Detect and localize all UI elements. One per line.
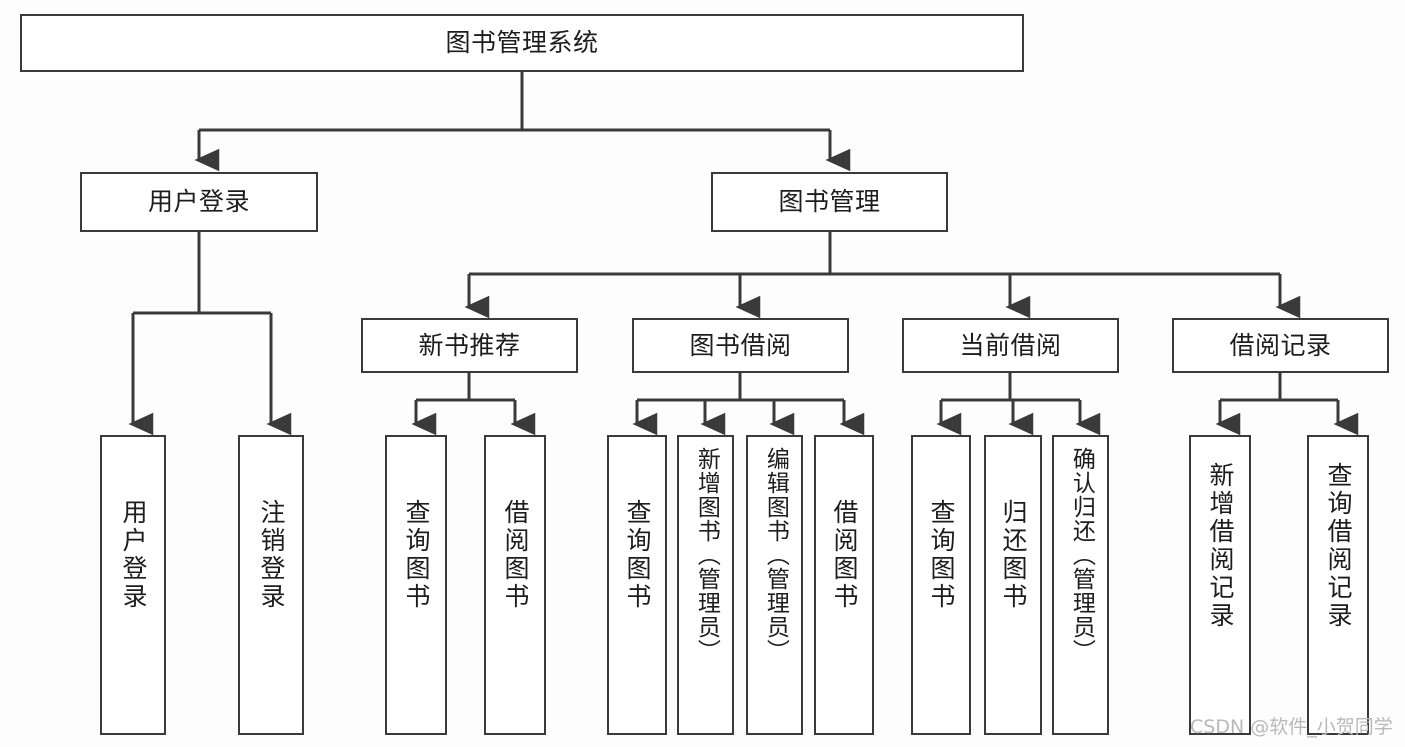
node-leaf-query-record-label: 查询借阅记录 (1324, 462, 1353, 630)
node-leaf-user-login-label: 用户登录 (119, 499, 148, 611)
connectors-bookmanage-to-level3 (464, 232, 1301, 319)
node-leaf-confirm-return[interactable]: 确认归还（管理员） (1052, 435, 1109, 735)
node-leaf-borrow-book-2-label: 借阅图书 (830, 499, 859, 611)
node-leaf-query-book-1-label: 查询图书 (402, 499, 431, 611)
node-new-book-rec-label: 新书推荐 (418, 330, 521, 360)
node-leaf-query-book-2[interactable]: 查询图书 (607, 435, 667, 735)
node-leaf-query-book-3[interactable]: 查询图书 (911, 435, 971, 735)
connectors-userlogin-to-leaves (128, 232, 292, 436)
connectors-currentborrow-to-leaves (936, 373, 1101, 436)
connectors-borrowrecord-to-leaves (1215, 373, 1359, 436)
node-leaf-borrow-book-1-label: 借阅图书 (501, 499, 530, 611)
connectors-newbook-to-leaves (411, 373, 536, 436)
node-leaf-add-record-label: 新增借阅记录 (1206, 462, 1235, 630)
node-current-borrow-label: 当前借阅 (959, 330, 1062, 360)
node-book-borrow[interactable]: 图书借阅 (632, 318, 849, 373)
node-new-book-rec[interactable]: 新书推荐 (361, 318, 578, 373)
node-leaf-query-book-3-label: 查询图书 (927, 499, 956, 611)
node-leaf-return-book-label: 归还图书 (999, 499, 1028, 611)
node-leaf-edit-book-label: 编辑图书（管理员） (762, 447, 789, 663)
connectors-root-to-level2 (194, 72, 851, 172)
node-current-borrow[interactable]: 当前借阅 (902, 318, 1119, 373)
node-leaf-query-book-2-label: 查询图书 (623, 499, 652, 611)
node-leaf-logout-label: 注销登录 (257, 499, 286, 611)
node-leaf-add-book[interactable]: 新增图书（管理员） (677, 435, 734, 735)
node-leaf-user-login[interactable]: 用户登录 (100, 435, 166, 735)
node-borrow-record-label: 借阅记录 (1229, 330, 1332, 360)
node-leaf-query-record[interactable]: 查询借阅记录 (1307, 435, 1369, 735)
node-book-manage-label: 图书管理 (778, 187, 881, 217)
node-leaf-confirm-return-label: 确认归还（管理员） (1068, 447, 1095, 663)
node-leaf-add-record[interactable]: 新增借阅记录 (1189, 435, 1251, 735)
node-book-manage[interactable]: 图书管理 (711, 172, 948, 232)
node-leaf-add-book-label: 新增图书（管理员） (693, 447, 720, 663)
node-leaf-borrow-book-1[interactable]: 借阅图书 (484, 435, 546, 735)
node-user-login[interactable]: 用户登录 (80, 172, 318, 232)
node-leaf-logout[interactable]: 注销登录 (238, 435, 304, 735)
node-leaf-edit-book[interactable]: 编辑图书（管理员） (746, 435, 803, 735)
node-borrow-record[interactable]: 借阅记录 (1172, 318, 1389, 373)
node-user-login-label: 用户登录 (147, 187, 250, 217)
node-root-label: 图书管理系统 (445, 28, 599, 58)
connectors-bookborrow-to-leaves (632, 373, 865, 436)
node-leaf-return-book[interactable]: 归还图书 (984, 435, 1042, 735)
node-root[interactable]: 图书管理系统 (20, 14, 1024, 72)
node-leaf-borrow-book-2[interactable]: 借阅图书 (814, 435, 874, 735)
csdn-watermark: CSDN @软件_小贺同学 (1190, 716, 1393, 738)
node-leaf-query-book-1[interactable]: 查询图书 (385, 435, 447, 735)
node-book-borrow-label: 图书借阅 (689, 330, 792, 360)
